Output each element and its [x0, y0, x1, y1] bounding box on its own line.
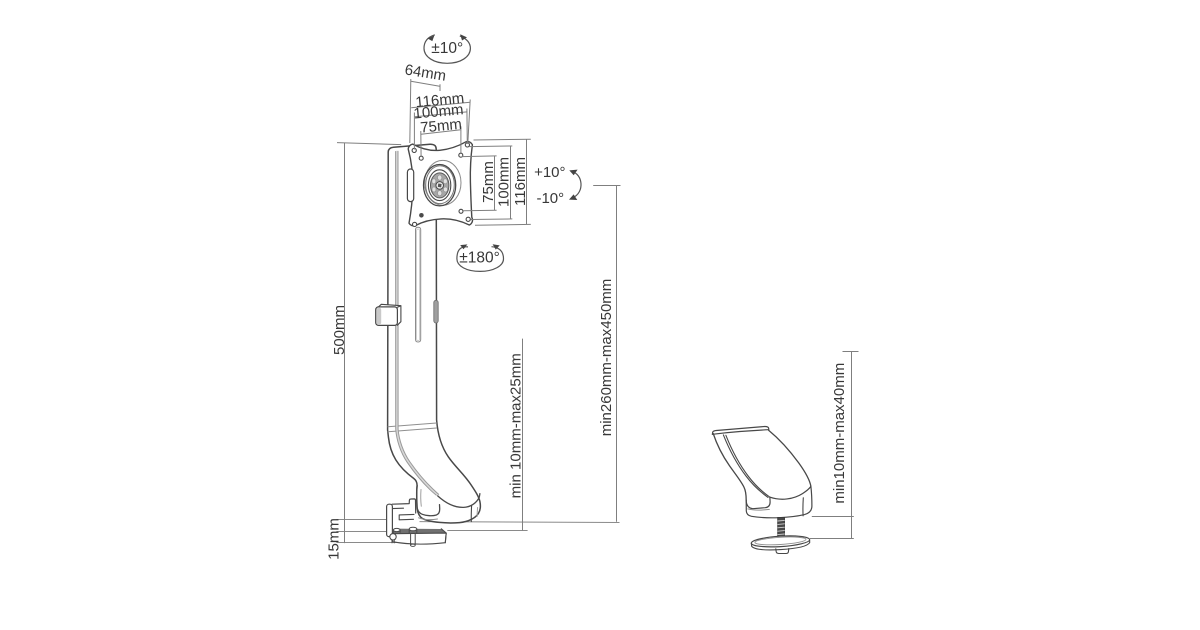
svg-text:15mm: 15mm — [326, 518, 343, 560]
svg-text:±180°: ±180° — [459, 249, 500, 266]
svg-text:116mm: 116mm — [415, 90, 465, 111]
svg-text:min260mm-max450mm: min260mm-max450mm — [598, 279, 615, 437]
svg-text:75mm: 75mm — [480, 161, 497, 203]
svg-text:100mm: 100mm — [496, 157, 513, 207]
svg-text:64mm: 64mm — [403, 61, 447, 84]
svg-text:116mm: 116mm — [512, 157, 529, 206]
svg-text:±10°: ±10° — [431, 40, 463, 57]
svg-text:+10°: +10° — [534, 164, 565, 181]
svg-text:100mm: 100mm — [413, 101, 464, 122]
svg-text:75mm: 75mm — [420, 116, 463, 137]
svg-text:500mm: 500mm — [331, 305, 348, 355]
svg-text:min 10mm-max25mm: min 10mm-max25mm — [508, 353, 525, 498]
svg-text:-10°: -10° — [536, 190, 564, 207]
svg-text:min10mm-max40mm: min10mm-max40mm — [831, 363, 848, 504]
